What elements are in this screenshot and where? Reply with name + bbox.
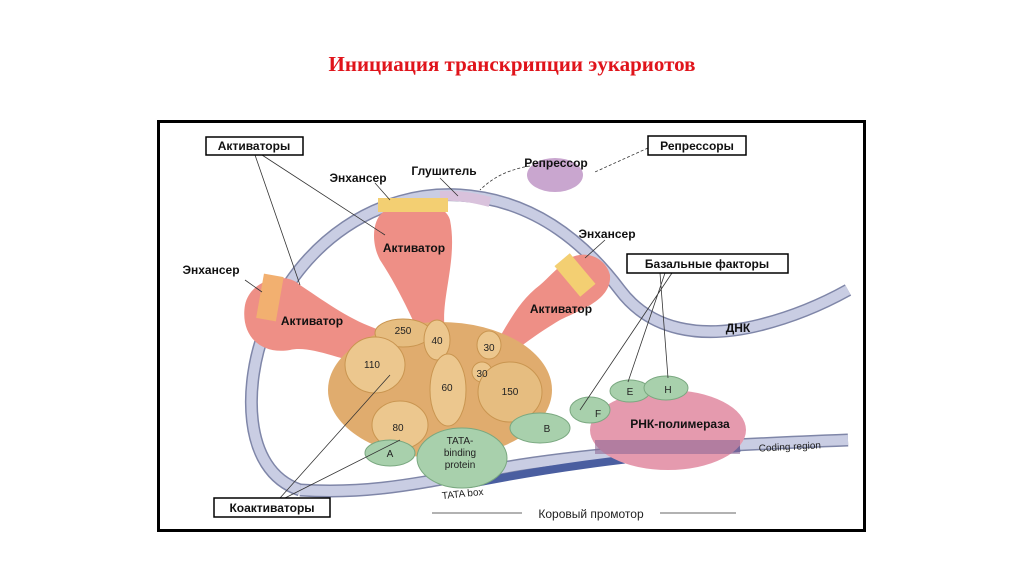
dna-label: ДНК xyxy=(726,321,751,335)
factor-f: F xyxy=(595,409,601,420)
enhancer-left-label: Энхансер xyxy=(182,263,239,277)
tbp-blob xyxy=(416,427,508,489)
subunit-40: 40 xyxy=(431,336,443,347)
silencer-label: Глушитель xyxy=(411,164,476,178)
tata-box-label: TATA box xyxy=(441,487,484,502)
activators-box xyxy=(205,136,304,156)
coding-region-label: Coding region xyxy=(758,440,821,454)
activator-left-label: Активатор xyxy=(281,314,343,328)
activator-top-label: Активатор xyxy=(383,241,445,255)
subunit-150: 150 xyxy=(502,387,519,398)
factor-e: E xyxy=(627,387,634,398)
tbp-label-3: protein xyxy=(445,460,476,471)
tbp-label-2: binding xyxy=(444,448,476,459)
core-promoter-label: Коровый промотор xyxy=(538,507,644,521)
enhancer-top-label: Энхансер xyxy=(329,171,386,185)
basal-factors-box xyxy=(626,253,789,274)
rna-polymerase-label: РНК-полимераза xyxy=(630,417,730,431)
coactivators-label: Коактиваторы xyxy=(229,501,314,515)
repressor-blob xyxy=(527,158,583,192)
basal-factors-label: Базальные факторы xyxy=(645,257,769,271)
repressor-label: Репрессор xyxy=(524,156,587,170)
coactivators-box xyxy=(213,497,331,518)
tbp-label-1: TATA- xyxy=(447,436,474,447)
repressors-box xyxy=(647,135,747,156)
subunit-30b: 30 xyxy=(476,369,488,380)
activator-top xyxy=(374,202,453,360)
subunit-250: 250 xyxy=(395,326,412,337)
silencer-segment xyxy=(439,190,492,207)
factor-h: H xyxy=(664,385,671,396)
enhancer-right-label: Энхансер xyxy=(578,227,635,241)
subunit-30a: 30 xyxy=(483,343,495,354)
factor-a: A xyxy=(387,449,394,460)
subunit-80: 80 xyxy=(392,423,404,434)
subunit-110: 110 xyxy=(364,360,380,371)
subunit-60: 60 xyxy=(441,383,453,394)
factor-b: B xyxy=(544,424,551,435)
activators-label: Активаторы xyxy=(218,139,290,153)
activator-right-label: Активатор xyxy=(530,302,592,316)
repressors-label: Репрессоры xyxy=(660,139,734,153)
slide-title: Инициация транскрипции эукариотов xyxy=(328,52,696,76)
